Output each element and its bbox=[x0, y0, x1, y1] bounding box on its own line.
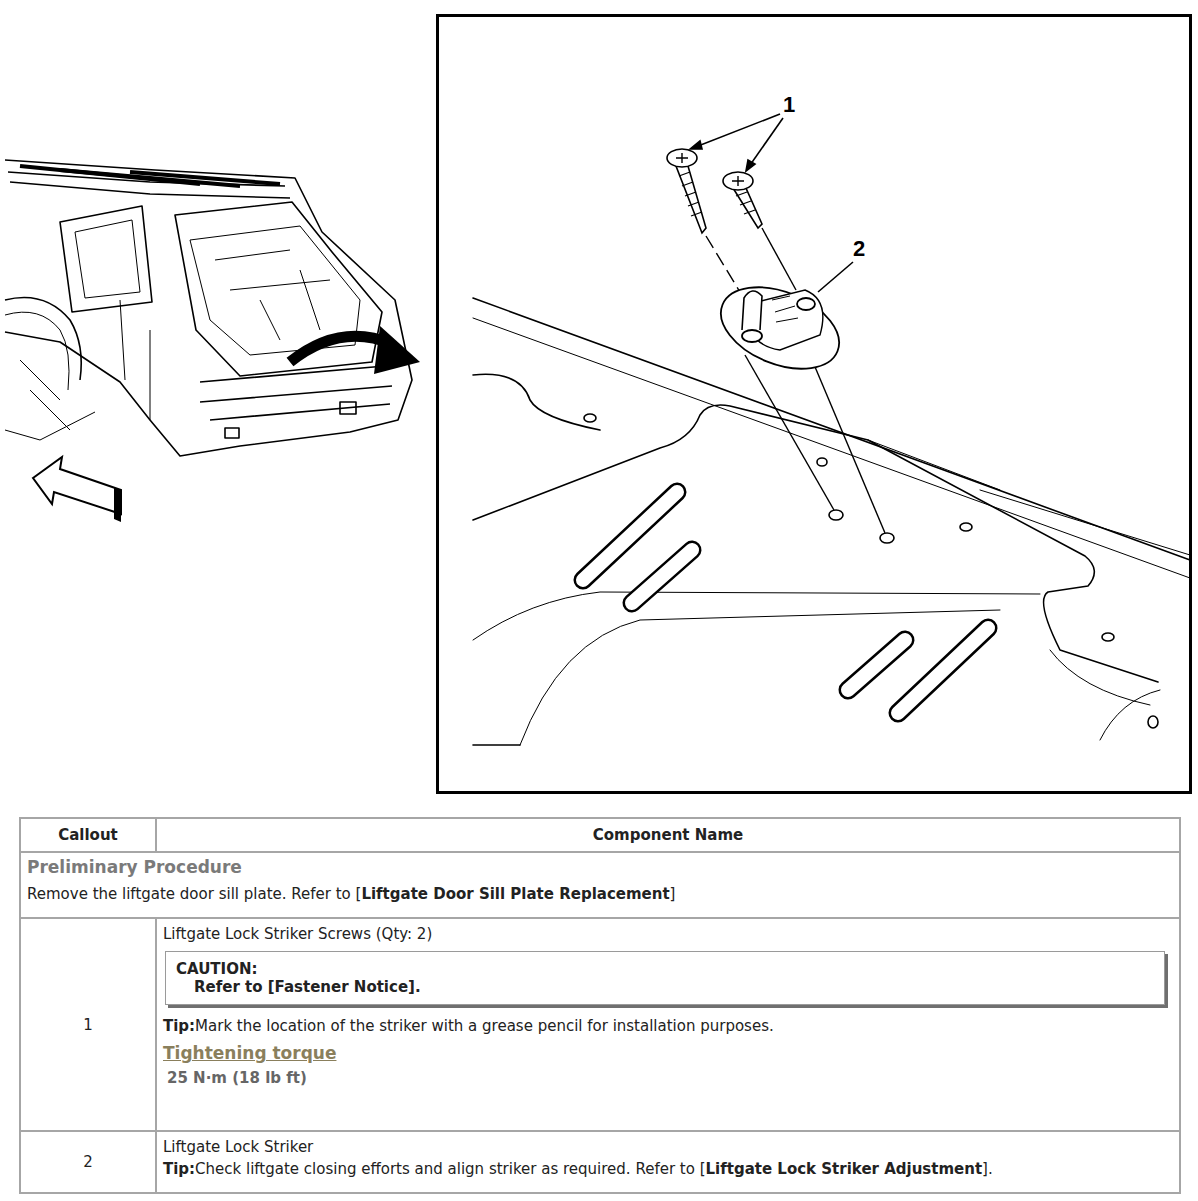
tip-text: Mark the location of the striker with a … bbox=[195, 1017, 774, 1035]
tip-line: Tip:Check liftgate closing efforts and a… bbox=[163, 1160, 1173, 1178]
callout-number: 1 bbox=[783, 94, 795, 116]
caution-box: CAUTION:Refer to [Fastener Notice]. bbox=[165, 951, 1165, 1005]
torque-heading: Tightening torque bbox=[163, 1043, 1173, 1063]
table-cell: Liftgate Lock Striker bbox=[163, 1138, 1173, 1156]
callout-number: 2 bbox=[853, 238, 865, 260]
caution-text: CAUTION: bbox=[176, 960, 1154, 978]
tip-label: Tip: bbox=[163, 1160, 195, 1178]
section-heading: Preliminary Procedure bbox=[27, 857, 1173, 877]
table: Callout Component NamePreliminary Procedu… bbox=[19, 817, 1181, 1194]
procedure-table: Callout Component NamePreliminary Procedu… bbox=[19, 817, 1181, 1194]
table-header: Component Name bbox=[593, 826, 743, 844]
tip-line: Tip:Mark the location of the striker wit… bbox=[163, 1017, 1173, 1035]
tip-text: Check liftgate closing efforts and align… bbox=[195, 1160, 993, 1178]
tip-label: Tip: bbox=[163, 1017, 195, 1035]
table-cell: Remove the liftgate door sill plate. Ref… bbox=[27, 885, 1173, 903]
callout-number: 2 bbox=[83, 1153, 93, 1171]
callout-number: 1 bbox=[83, 1016, 93, 1034]
table-header: Callout bbox=[58, 826, 118, 844]
torque-value: 25 N·m (18 lb ft) bbox=[167, 1069, 1173, 1087]
table-cell: Liftgate Lock Striker Screws (Qty: 2) bbox=[163, 925, 1173, 943]
caution-text: Refer to [Fastener Notice]. bbox=[176, 978, 1154, 996]
